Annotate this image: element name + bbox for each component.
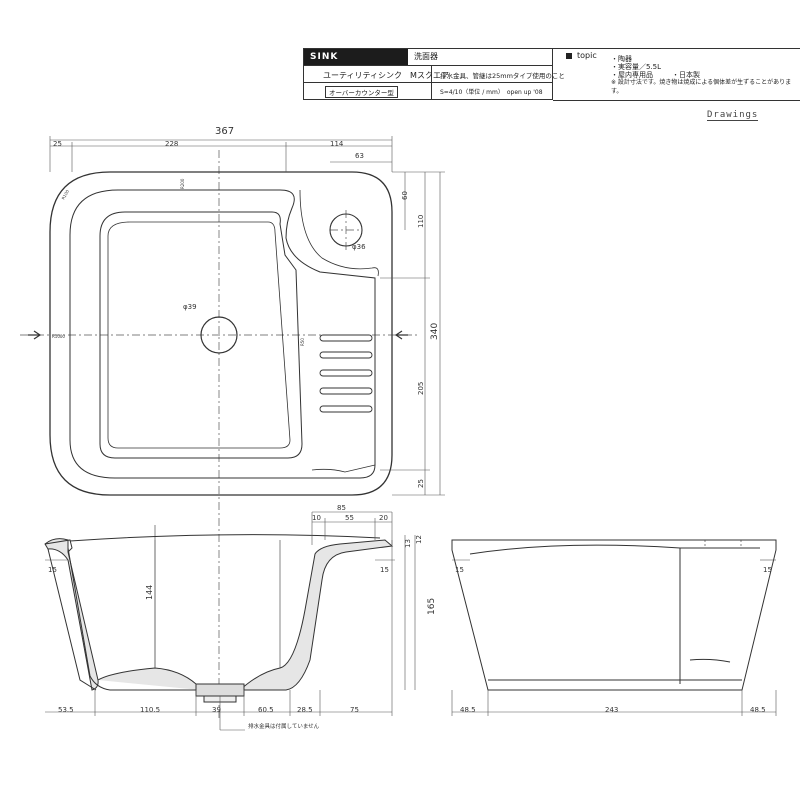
- section-basin-left-outer: [47, 548, 97, 691]
- radius-r50: R50: [300, 338, 305, 346]
- topic-frame-bottom: [553, 100, 800, 101]
- plan-dimensions: [49, 136, 445, 496]
- dim-bot-53-5: 53.5: [58, 706, 74, 714]
- soap-slots: [319, 334, 373, 413]
- plan-basin: [99, 211, 303, 459]
- dim-sec-13: 13: [404, 539, 412, 548]
- dim-bot-28-5: 28.5: [297, 706, 313, 714]
- dim-hole-dia: φ36: [352, 243, 366, 251]
- dim-drain-dia: φ39: [183, 303, 197, 311]
- topic-item-1: ・陶器: [611, 55, 632, 63]
- dim-right-lower: 205: [417, 382, 425, 395]
- title-divider-1: [303, 65, 553, 66]
- dim-bot-75: 75: [350, 706, 359, 714]
- dim-sec-10: 10: [312, 514, 321, 522]
- plan-outer-rim: [49, 171, 393, 496]
- dim-side-243: 243: [605, 706, 618, 714]
- drain-fitting: [195, 683, 245, 697]
- product-type-label: SINK: [304, 49, 408, 65]
- title-block: [303, 48, 553, 100]
- section-basin-left: [67, 547, 200, 691]
- dim-top-right: 114: [330, 140, 344, 148]
- section-view: [44, 525, 394, 703]
- plan-basin-inner: [107, 221, 291, 449]
- radius-r1000: R1000: [52, 334, 65, 339]
- dim-sec-85: 85: [337, 504, 346, 512]
- topic-frame-line: [553, 48, 800, 49]
- dim-right-bottom: 25: [417, 479, 425, 488]
- title-divider-2: [303, 82, 553, 83]
- scale-note: S=4/10（単位 / mm） open up '08: [440, 89, 543, 96]
- dim-bot-60-5: 60.5: [258, 706, 274, 714]
- dim-side-48-5-right: 48.5: [750, 706, 766, 714]
- dim-depth-total: 340: [430, 323, 440, 340]
- dim-side-15-right: 15: [763, 566, 772, 574]
- radius-r100: R100: [61, 189, 71, 201]
- drain-hole: [200, 316, 238, 354]
- dim-sec-144: 144: [145, 585, 154, 600]
- dim-side-15-left: 15: [455, 566, 464, 574]
- install-type-badge: オーバーカウンター型: [325, 86, 398, 98]
- dim-hole-v2: 110: [417, 215, 425, 228]
- spec-note: 排水金具、管継は25mmタイプ使用のこと: [440, 72, 565, 80]
- faucet-hole: [329, 213, 363, 247]
- plan-shelf-front: [311, 464, 376, 473]
- drawings-label: Drawings: [707, 110, 759, 121]
- section-top-line: [69, 534, 381, 542]
- dim-sec-15-inner: 15: [380, 566, 389, 574]
- radius-r200: R200: [180, 178, 185, 189]
- section-basin-bottom: [97, 667, 201, 691]
- section-dimensions: [45, 511, 416, 731]
- topic-label: topic: [577, 51, 597, 60]
- topic-item-2: ・実容量／5.5L: [611, 63, 662, 71]
- section-left-rim: [44, 539, 73, 553]
- side-view: [451, 539, 777, 691]
- dim-top-left: 25: [53, 140, 62, 148]
- dim-top-width: 367: [215, 126, 234, 137]
- dim-sec-15-left: 15: [48, 566, 57, 574]
- dim-sec-165: 165: [427, 598, 437, 615]
- side-outline: [451, 539, 777, 691]
- side-top-curve: [469, 544, 681, 555]
- section-arrows: [28, 330, 408, 340]
- plan-inner-rim: [69, 189, 376, 479]
- centerlines: [20, 150, 420, 720]
- category-label: 洗面器: [414, 52, 438, 61]
- dim-sec-12: 12: [415, 535, 423, 544]
- title-vdivider: [431, 65, 432, 100]
- dim-hole-v1: 60: [401, 191, 409, 200]
- dim-top-mid: 228: [165, 140, 178, 148]
- plan-shelf-edge: [299, 189, 379, 277]
- section-left-wall: [44, 538, 99, 691]
- topic-item-4: ・日本製: [672, 71, 700, 79]
- topic-bullet: [566, 53, 572, 59]
- dim-sec-55: 55: [345, 514, 354, 522]
- dim-hole-offset: 63: [355, 152, 364, 160]
- side-inner-right: [689, 658, 731, 663]
- drain-note: 排水金具は付属していません: [248, 722, 320, 730]
- dim-sec-20: 20: [379, 514, 388, 522]
- topic-item-3: ・屋内専用品: [611, 71, 653, 79]
- side-dimensions: [451, 559, 777, 716]
- dim-bot-39: 39: [212, 706, 221, 714]
- dim-side-48-5-left: 48.5: [460, 706, 476, 714]
- model-name: ユーティリティシンク Mスクエア: [323, 71, 449, 80]
- topic-item-5: ※ 設計寸法です。焼き物は焼成による個体差が生ずることがあります。: [611, 79, 792, 95]
- side-shelf: [679, 547, 760, 684]
- section-right-wall: [238, 539, 394, 691]
- dim-bot-110-5: 110.5: [140, 706, 160, 714]
- plan-view: [49, 171, 393, 496]
